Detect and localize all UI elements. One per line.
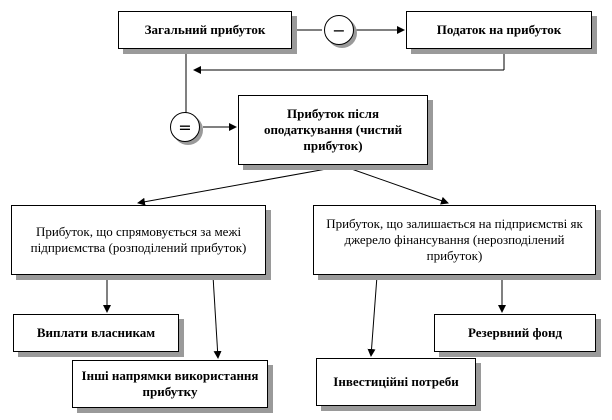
net-profit-box: Прибуток після оподаткування (чистий при… [238,95,428,165]
other-uses-box: Інші напрямки використання прибутку [72,360,268,408]
income-tax-label: Податок на прибуток [436,22,562,37]
other-uses-label: Інші напрямки використання прибутку [81,368,259,399]
reserve-fund-label: Резервний фонд [467,325,563,340]
income-tax-box: Податок на прибуток [406,11,592,49]
investment-needs-label: Інвестиційні потреби [333,374,459,389]
total-profit-box: Загальний прибуток [118,11,292,49]
owner-payments-label: Виплати власникам [36,325,156,340]
minus-sign: − [332,20,346,40]
connector-retained-to-investment [367,275,378,357]
connector-net-to-retained [342,165,449,205]
minus-operator: − [324,15,354,45]
retained-profit-box: Прибуток, що залишається на підприємстві… [313,205,596,275]
connector-net-to-distributed [137,165,344,206]
distributed-profit-label: Прибуток, що спрямовується за межі підпр… [30,224,247,255]
total-profit-label: Загальний прибуток [144,22,266,37]
reserve-fund-box: Резервний фонд [434,314,596,352]
owner-payments-box: Виплати власникам [13,314,179,352]
equals-operator: = [170,112,200,142]
equals-sign: = [178,117,192,137]
distributed-profit-box: Прибуток, що спрямовується за межі підпр… [11,205,266,275]
connector-distributed-to-other [212,275,222,359]
investment-needs-box: Інвестиційні потреби [316,358,476,406]
retained-profit-label: Прибуток, що залишається на підприємстві… [326,216,583,263]
net-profit-label: Прибуток після оподаткування (чистий при… [263,106,403,153]
